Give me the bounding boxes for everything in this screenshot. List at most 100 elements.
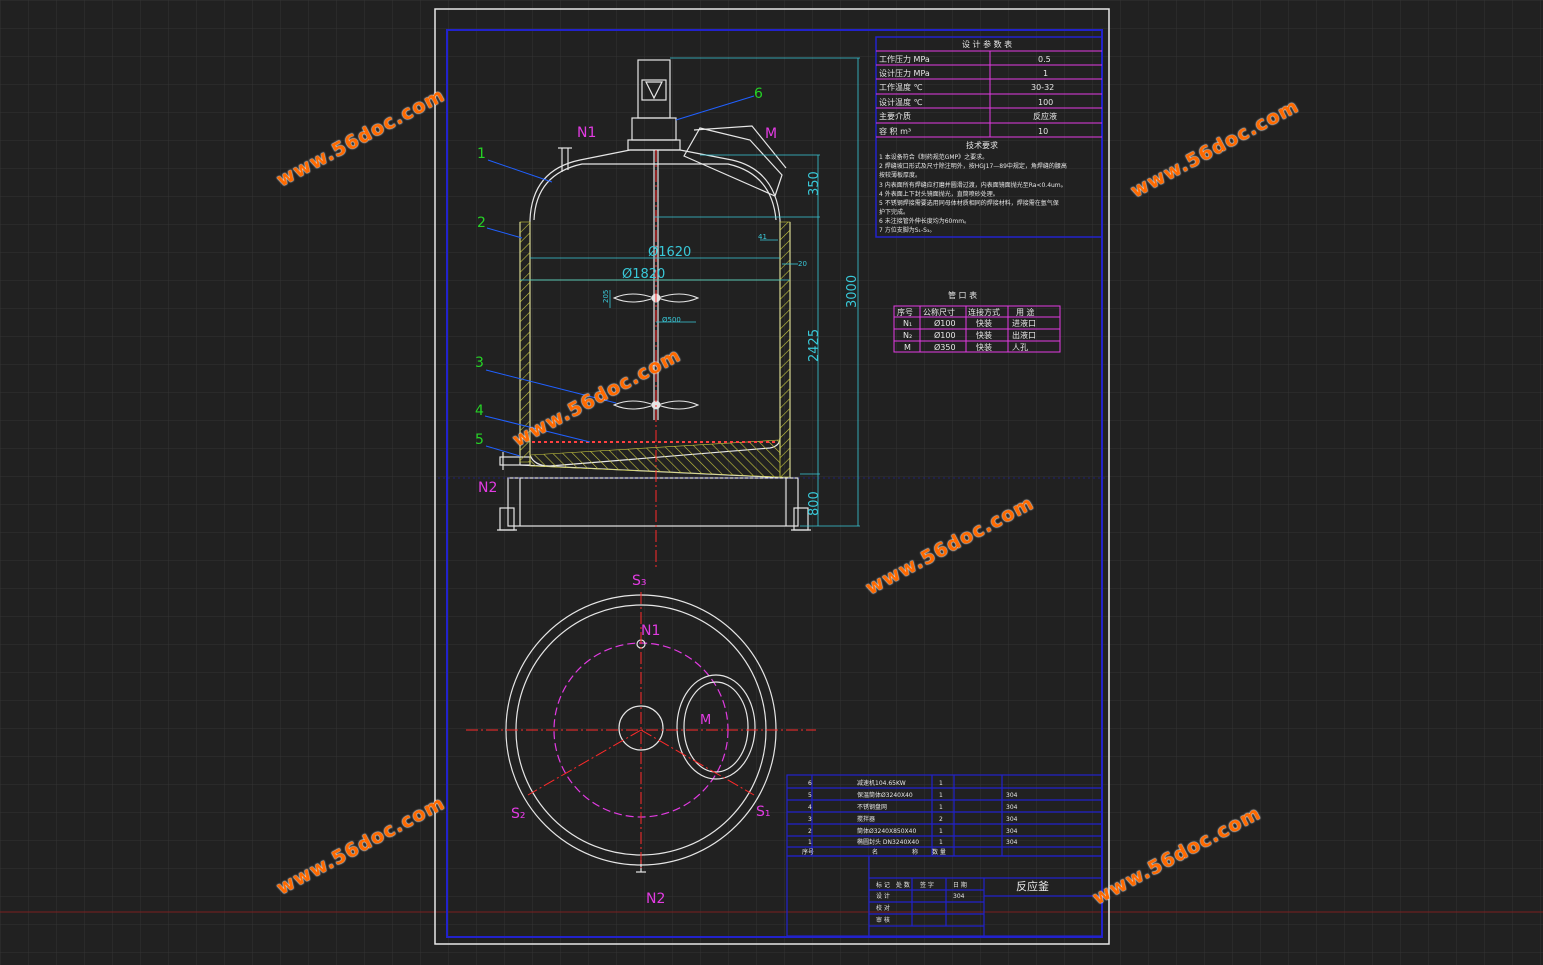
bom-r3-c2: 2 bbox=[939, 816, 943, 823]
nozzle-r0-c0: N₁ bbox=[903, 319, 912, 328]
bom-r5-c0: 1 bbox=[808, 839, 812, 846]
bom-r0-c0: 6 bbox=[808, 780, 812, 787]
leader-lines bbox=[484, 95, 755, 457]
dim-d-outer: Ø1820 bbox=[622, 267, 665, 282]
tb-header-1: 处 数 bbox=[896, 881, 910, 889]
bom-r1-c1: 保温筒体Ø3240X40 bbox=[857, 791, 913, 799]
inner-frame bbox=[446, 29, 1103, 938]
design-row-0-label: 工作压力 MPa bbox=[879, 54, 930, 64]
bom-r0-c1: 减速机104.65KW bbox=[857, 779, 906, 787]
tb-row-design: 设 计 bbox=[876, 892, 890, 900]
callout-1: 1 bbox=[477, 146, 486, 162]
design-row-2-label: 工作温度 ℃ bbox=[879, 82, 923, 92]
nozzle-r1-c1: Ø100 bbox=[934, 330, 956, 340]
nozzle-r1-c2: 快装 bbox=[976, 330, 992, 340]
dim-h-shell: 2425 bbox=[807, 329, 822, 362]
design-row-4-value: 反应液 bbox=[1033, 111, 1057, 121]
tech-req-8: 7 方位支脚为S₁-S₃。 bbox=[879, 226, 935, 234]
tech-req-4: 4 外表面上下封头镜面抛光，直筒喷砂处理。 bbox=[879, 190, 999, 198]
insulation-left bbox=[519, 221, 531, 463]
design-row-1-label: 设计压力 MPa bbox=[879, 68, 930, 78]
bom-r3-c1: 搅拌器 bbox=[857, 815, 875, 823]
bom-r2-c2: 1 bbox=[939, 804, 943, 811]
dim-h-total: 3000 bbox=[845, 275, 860, 308]
bom-r2-c0: 4 bbox=[808, 804, 812, 811]
tb-row-check: 校 对 bbox=[876, 904, 890, 912]
plan-shaft-circle bbox=[618, 705, 664, 751]
nozzle-r1-c0: N₂ bbox=[903, 331, 912, 340]
insulation-right bbox=[779, 221, 791, 478]
tech-req-3: 3 内表面所有焊缝应打磨并圆滑过渡，内表面镜面抛光至Ra<0.4um。 bbox=[879, 181, 1067, 189]
design-table-title: 设 计 参 数 表 bbox=[962, 39, 1012, 49]
nozzle-label-m: M bbox=[765, 126, 777, 142]
plan-label-s3: S₃ bbox=[632, 573, 647, 589]
nozzle-r2-c0: M bbox=[904, 343, 911, 352]
manhole bbox=[683, 127, 783, 197]
callout-2: 2 bbox=[477, 215, 486, 231]
dim-h-leg: 800 bbox=[807, 491, 822, 516]
design-row-0-value: 0.5 bbox=[1038, 55, 1051, 64]
callout-6: 6 bbox=[754, 86, 763, 102]
nozzle-r1-c3: 出液口 bbox=[1012, 330, 1036, 340]
tech-req-0: 1 本设备符合《制药规范GMP》之要求。 bbox=[879, 153, 988, 161]
title-block: 标 记 处 数 签 字 日 期 设 计 校 对 审 核 304 反应釜 bbox=[786, 855, 1103, 937]
design-row-5-label: 容 积 m³ bbox=[879, 126, 911, 136]
top-head bbox=[529, 149, 781, 221]
bom-r4-c0: 2 bbox=[808, 828, 812, 835]
dim-blade: 205 bbox=[602, 290, 610, 303]
tb-row-review: 审 核 bbox=[876, 916, 890, 924]
plan-label-n2: N2 bbox=[646, 891, 665, 907]
dim-small-41: 41 bbox=[758, 233, 767, 241]
tech-req-6: 护下完成。 bbox=[879, 208, 909, 216]
design-row-2-value: 30-32 bbox=[1031, 83, 1054, 92]
dimension-lines bbox=[520, 57, 860, 527]
bom-r1-c3: 304 bbox=[1006, 792, 1018, 799]
nozzle-table: 管 口 表 序号 公称尺寸 连接方式 用 途 N₁ Ø100 快装 进液口 N₂… bbox=[893, 290, 1061, 353]
nozzle-r2-c1: Ø350 bbox=[934, 342, 956, 352]
bom-r4-c1: 筒体Ø3240X850X40 bbox=[857, 827, 916, 835]
bom-r5-c3: 304 bbox=[1006, 839, 1018, 846]
bom-th-0: 序号 bbox=[802, 848, 814, 856]
plan-label-s2: S₂ bbox=[511, 806, 526, 822]
bom-th-2: 称 bbox=[912, 848, 918, 856]
tb-material: 304 bbox=[953, 893, 965, 900]
bom-th-1: 名 bbox=[872, 848, 878, 856]
dim-d-inner: Ø1620 bbox=[648, 245, 691, 260]
bom-r2-c1: 不锈钢盘网 bbox=[857, 803, 887, 811]
nozzle-th-3: 用 途 bbox=[1016, 307, 1035, 317]
plan-label-n1: N1 bbox=[641, 623, 660, 639]
nozzle-r0-c1: Ø100 bbox=[934, 318, 956, 328]
nozzle-th-0: 序号 bbox=[897, 307, 913, 317]
dim-small-20: 20 bbox=[798, 260, 807, 268]
nozzle-label-n2: N2 bbox=[478, 480, 497, 496]
design-parameter-table: 设 计 参 数 表 工作压力 MPa 0.5 设计压力 MPa 1 工作温度 ℃… bbox=[875, 36, 1103, 238]
callout-5: 5 bbox=[475, 432, 484, 448]
outer-frame bbox=[434, 8, 1110, 945]
plan-centerlines bbox=[466, 592, 816, 868]
bom-r1-c2: 1 bbox=[939, 792, 943, 799]
callout-4: 4 bbox=[475, 403, 484, 419]
tech-req-title: 技术要求 bbox=[966, 140, 998, 150]
nozzle-th-1: 公称尺寸 bbox=[923, 307, 955, 317]
tb-header-3: 日 期 bbox=[953, 881, 967, 889]
design-row-3-label: 设计温度 ℃ bbox=[879, 97, 923, 107]
bom-r4-c3: 304 bbox=[1006, 828, 1018, 835]
plan-manhole bbox=[676, 674, 756, 780]
bom-r4-c2: 1 bbox=[939, 828, 943, 835]
tech-req-5: 5 不锈钢焊接需要选用同母体材质相同的焊接材料，焊接需在氩气保 bbox=[879, 199, 1059, 207]
drawing-title: 反应釜 bbox=[1016, 879, 1049, 893]
dim-h-top: 350 bbox=[807, 171, 822, 196]
nozzle-table-title: 管 口 表 bbox=[948, 290, 977, 300]
bom-th-3: 数 量 bbox=[932, 848, 946, 856]
plan-label-s1: S₁ bbox=[756, 804, 771, 820]
design-row-5-value: 10 bbox=[1038, 127, 1048, 136]
nozzle-r2-c3: 人孔 bbox=[1012, 343, 1028, 352]
tech-req-7: 6 未注接管外伸长度均为60mm。 bbox=[879, 217, 970, 225]
tb-header-0: 标 记 bbox=[876, 881, 890, 889]
bom-r3-c3: 304 bbox=[1006, 816, 1018, 823]
nozzle-label-n1: N1 bbox=[577, 125, 596, 141]
nozzle-r2-c2: 快装 bbox=[976, 342, 992, 352]
callout-3: 3 bbox=[475, 355, 484, 371]
